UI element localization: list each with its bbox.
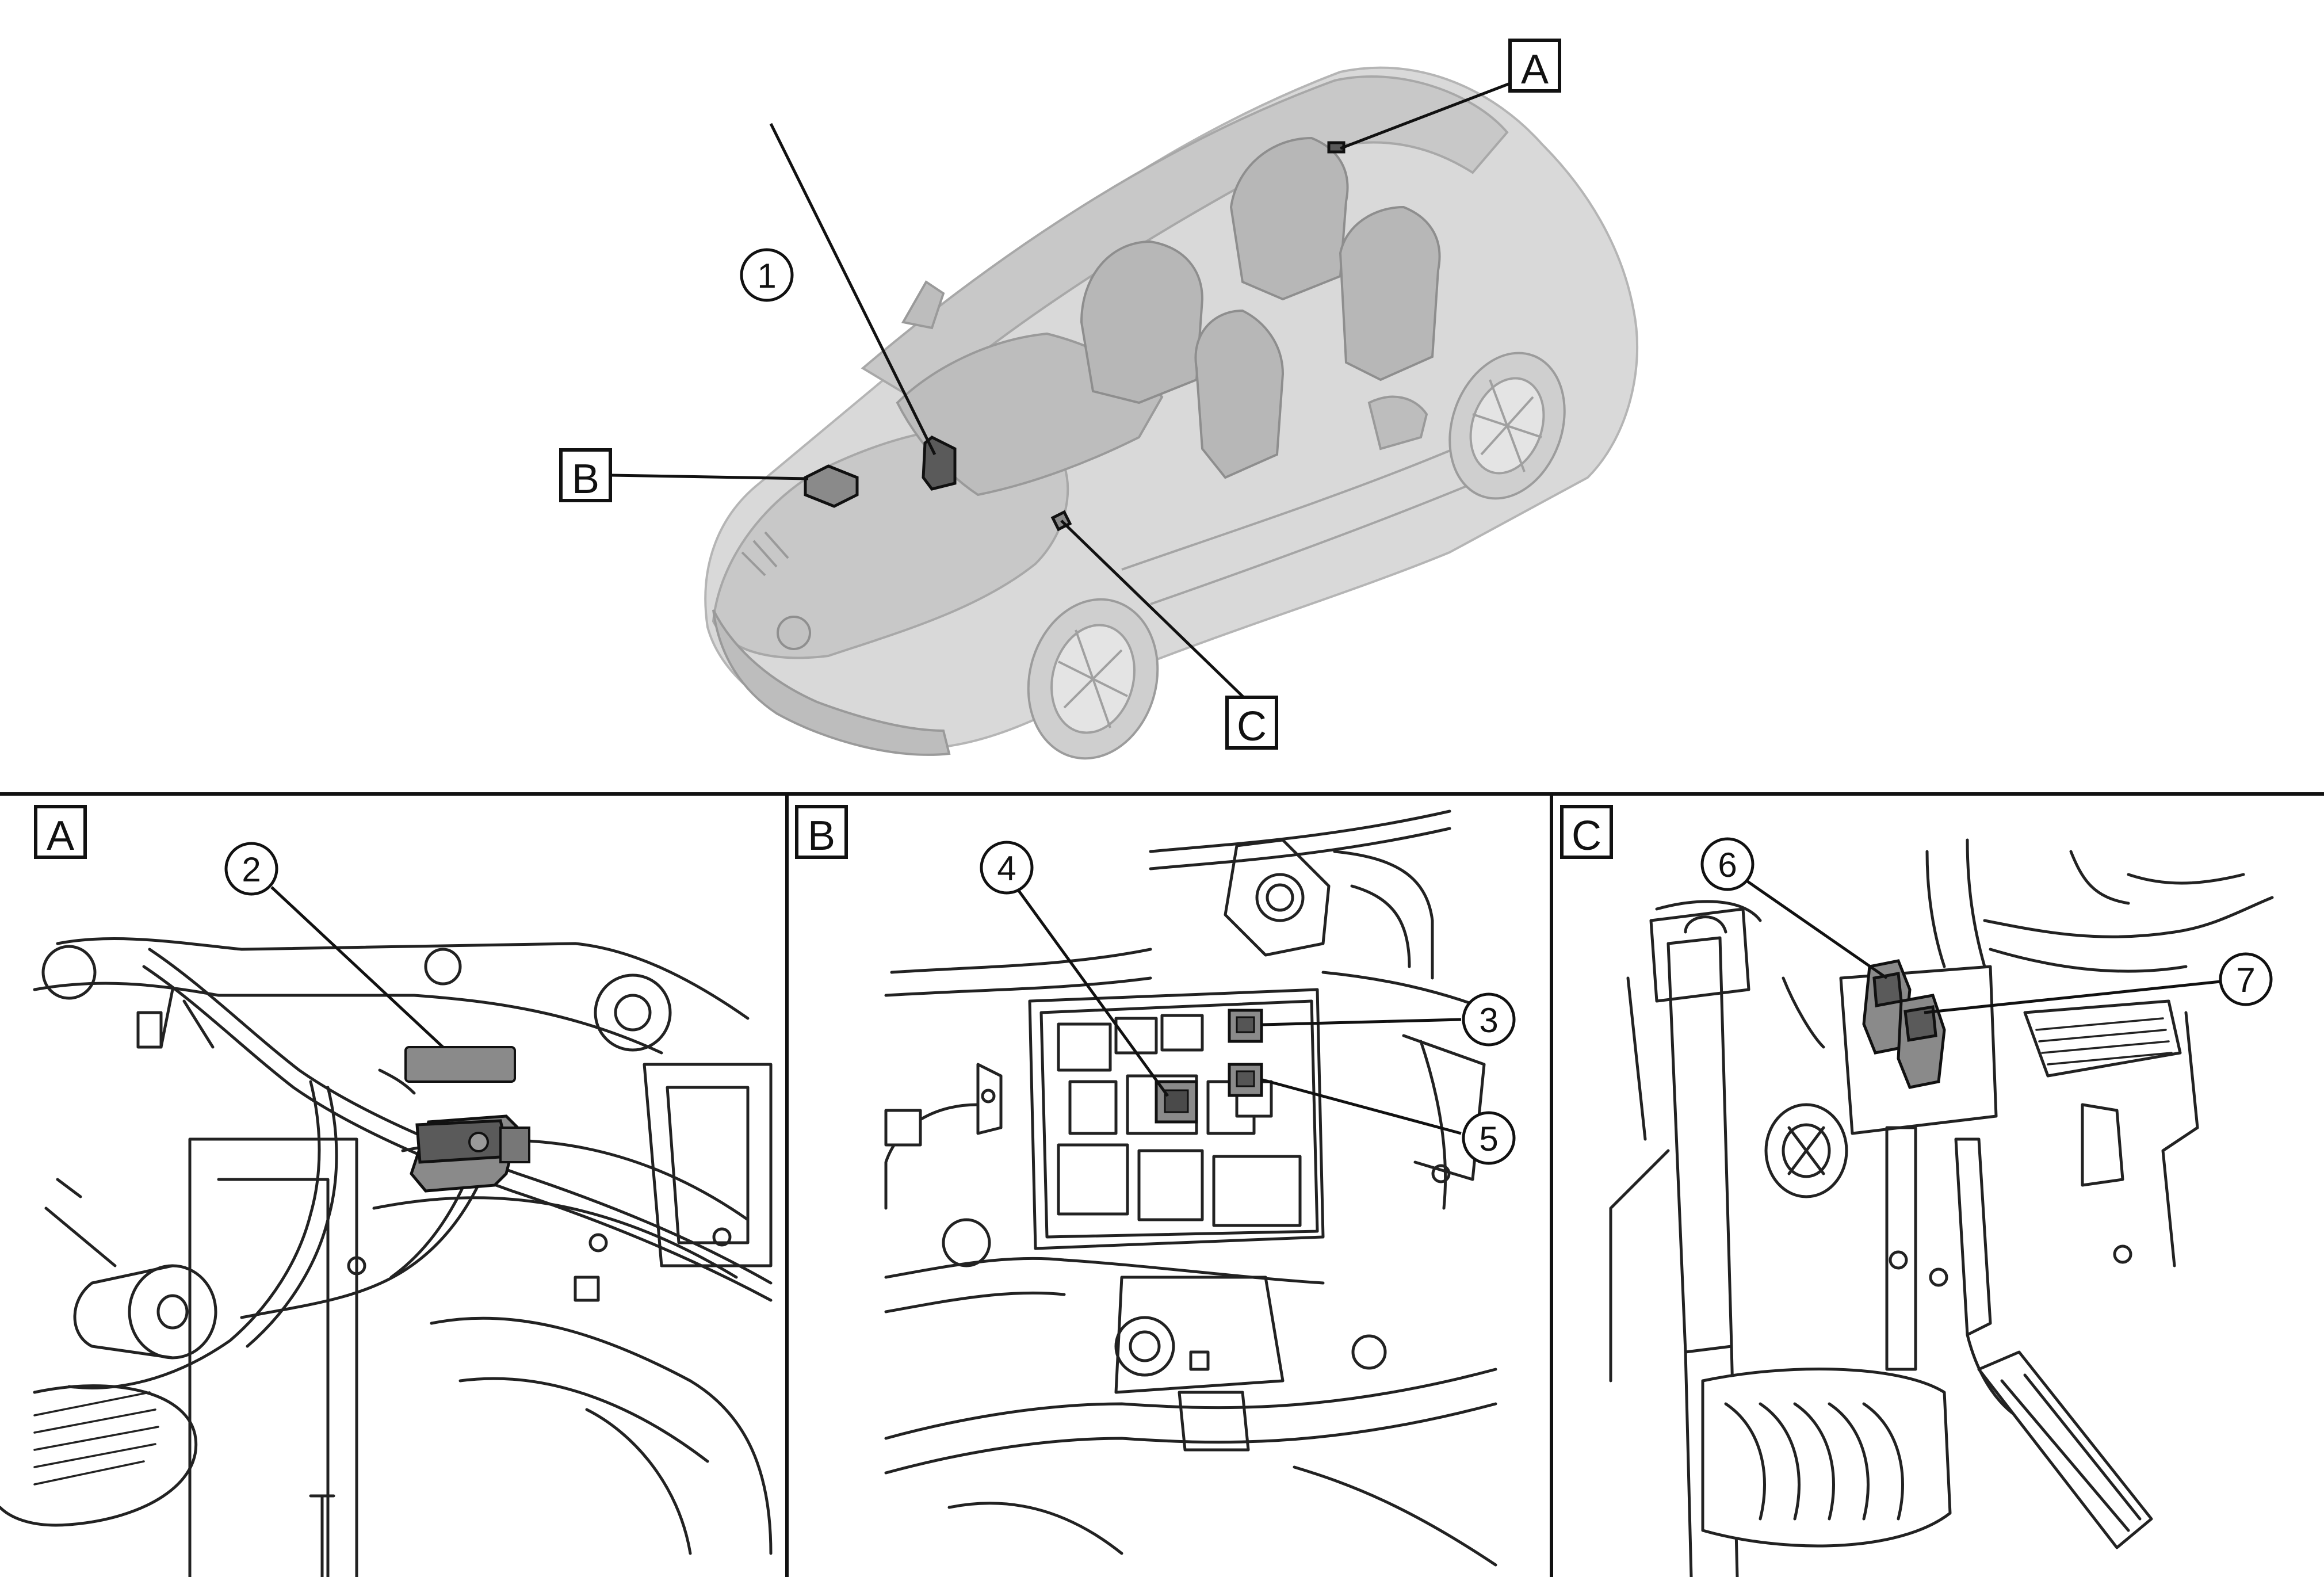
svg-text:A: A (1521, 47, 1549, 93)
panel-label-a: A (34, 805, 87, 859)
leader-line-a (1340, 82, 1511, 150)
callout-5: 5 (1462, 1111, 1516, 1165)
leader-line-5 (1262, 1078, 1462, 1135)
panel-label-c: C (1560, 805, 1613, 859)
car-overview (704, 66, 1639, 760)
component-b-fuse-box (804, 464, 859, 508)
leader-line-3 (1262, 1018, 1462, 1026)
view-label-b: B (559, 448, 612, 502)
callout-1: 1 (740, 248, 794, 302)
relay-3 (1228, 1009, 1263, 1043)
svg-text:4: 4 (997, 849, 1016, 888)
detail-panel-c: C 6 7 (1560, 805, 2274, 1577)
callout-6: 6 (1700, 837, 1755, 891)
svg-text:B: B (572, 456, 599, 502)
detail-panel-a: A 2 (0, 805, 773, 1577)
leader-line-c (1060, 520, 1245, 698)
leader-line-2 (270, 886, 444, 1048)
view-label-c: C (1225, 696, 1278, 750)
leader-line-6 (1745, 879, 1888, 980)
panel-c-line-art (1609, 838, 2274, 1577)
callout-4: 4 (980, 841, 1034, 895)
callout-7: 7 (2219, 952, 2273, 1006)
svg-text:C: C (1572, 813, 1601, 859)
leader-line-1 (769, 123, 937, 456)
detail-panel-b: B 4 3 5 (795, 805, 1516, 1567)
svg-text:A: A (47, 813, 74, 859)
svg-text:6: 6 (1718, 846, 1737, 884)
callout-3: 3 (1462, 992, 1516, 1047)
view-label-a: A (1508, 39, 1561, 93)
callout-2: 2 (224, 842, 278, 896)
panel-a-line-art (0, 937, 773, 1577)
svg-text:2: 2 (242, 850, 261, 889)
panel-label-b: B (795, 805, 848, 859)
panel-b-line-art (884, 809, 1497, 1567)
component-1-module (922, 436, 957, 491)
leader-line-4 (1014, 885, 1169, 1097)
svg-text:7: 7 (2236, 961, 2255, 999)
svg-text:B: B (808, 813, 835, 859)
svg-text:1: 1 (757, 257, 776, 295)
leader-line-7 (1924, 980, 2221, 1014)
leader-line-b (611, 474, 809, 480)
svg-text:C: C (1237, 704, 1267, 750)
svg-text:3: 3 (1479, 1001, 1498, 1040)
svg-text:5: 5 (1479, 1120, 1498, 1158)
